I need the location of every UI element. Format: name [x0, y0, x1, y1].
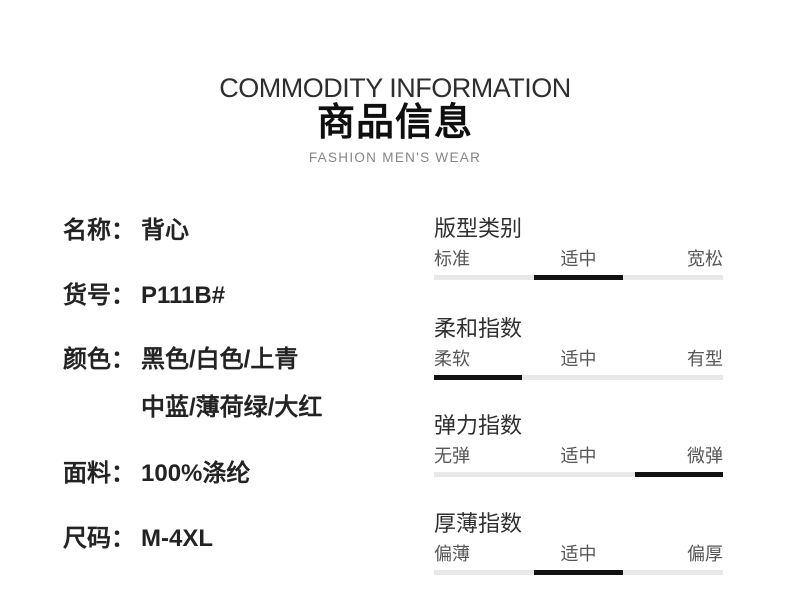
index-bar-fill	[534, 570, 623, 575]
index-level-high: 偏厚	[687, 544, 723, 564]
index-group-thickness: 厚薄指数 偏薄 适中 偏厚	[434, 511, 723, 581]
field-name-label: 名称：	[63, 217, 135, 244]
index-bar-track	[434, 375, 723, 380]
index-group-elasticity: 弹力指数 无弹 适中 微弹	[434, 413, 723, 483]
field-fabric-value: 100%涤纶	[141, 460, 251, 487]
field-item-number-label: 货号：	[63, 282, 135, 309]
field-fabric: 面料：100%涤纶	[63, 460, 250, 488]
index-title: 版型类别	[434, 216, 523, 241]
index-level-high: 宽松	[687, 249, 723, 269]
field-item-number-value: P111B#	[141, 282, 226, 309]
index-level-low: 柔软	[434, 349, 470, 369]
index-bar-fill	[534, 275, 623, 280]
index-level-high: 有型	[687, 349, 723, 369]
index-group-softness: 柔和指数 柔软 适中 有型	[434, 316, 723, 386]
field-item-number: 货号：P111B#	[63, 282, 225, 310]
field-size: 尺码：M-4XL	[63, 525, 213, 553]
index-title: 厚薄指数	[434, 511, 523, 536]
index-level-mid: 适中	[560, 544, 597, 564]
index-level-mid: 适中	[560, 349, 597, 369]
index-level-mid: 适中	[560, 249, 597, 269]
index-level-high: 微弹	[687, 446, 723, 466]
field-color: 颜色：黑色/白色/上青	[63, 346, 298, 374]
index-level-low: 标准	[434, 249, 470, 269]
field-fabric-label: 面料：	[63, 460, 135, 487]
index-bar-fill	[634, 472, 723, 477]
index-level-labels: 偏薄 适中 偏厚	[434, 543, 723, 565]
field-name: 名称：背心	[63, 217, 189, 245]
field-color-value-line2: 中蓝/薄荷绿/大红	[141, 394, 323, 421]
field-size-label: 尺码：	[63, 525, 135, 552]
index-bar-fill	[434, 375, 523, 380]
index-level-low: 偏薄	[434, 544, 470, 564]
index-bar-track	[434, 275, 723, 280]
index-title: 柔和指数	[434, 316, 523, 341]
subtitle: FASHION MEN'S WEAR	[308, 150, 482, 165]
index-level-labels: 无弹 适中 微弹	[434, 445, 723, 467]
field-color-value-line1: 黑色/白色/上青	[141, 346, 299, 373]
index-title: 弹力指数	[434, 413, 523, 438]
title-chinese: 商品信息	[316, 102, 473, 144]
index-group-fit: 版型类别 标准 适中 宽松	[434, 216, 723, 286]
index-level-labels: 标准 适中 宽松	[434, 248, 723, 270]
field-color-label: 颜色：	[63, 346, 135, 373]
index-level-low: 无弹	[434, 446, 470, 466]
title-english: COMMODITY INFORMATION	[219, 73, 571, 103]
index-level-labels: 柔软 适中 有型	[434, 348, 723, 370]
index-level-mid: 适中	[560, 446, 597, 466]
field-name-value: 背心	[141, 217, 189, 244]
index-bar-track	[434, 570, 723, 575]
field-size-value: M-4XL	[141, 525, 213, 552]
index-bar-track	[434, 472, 723, 477]
